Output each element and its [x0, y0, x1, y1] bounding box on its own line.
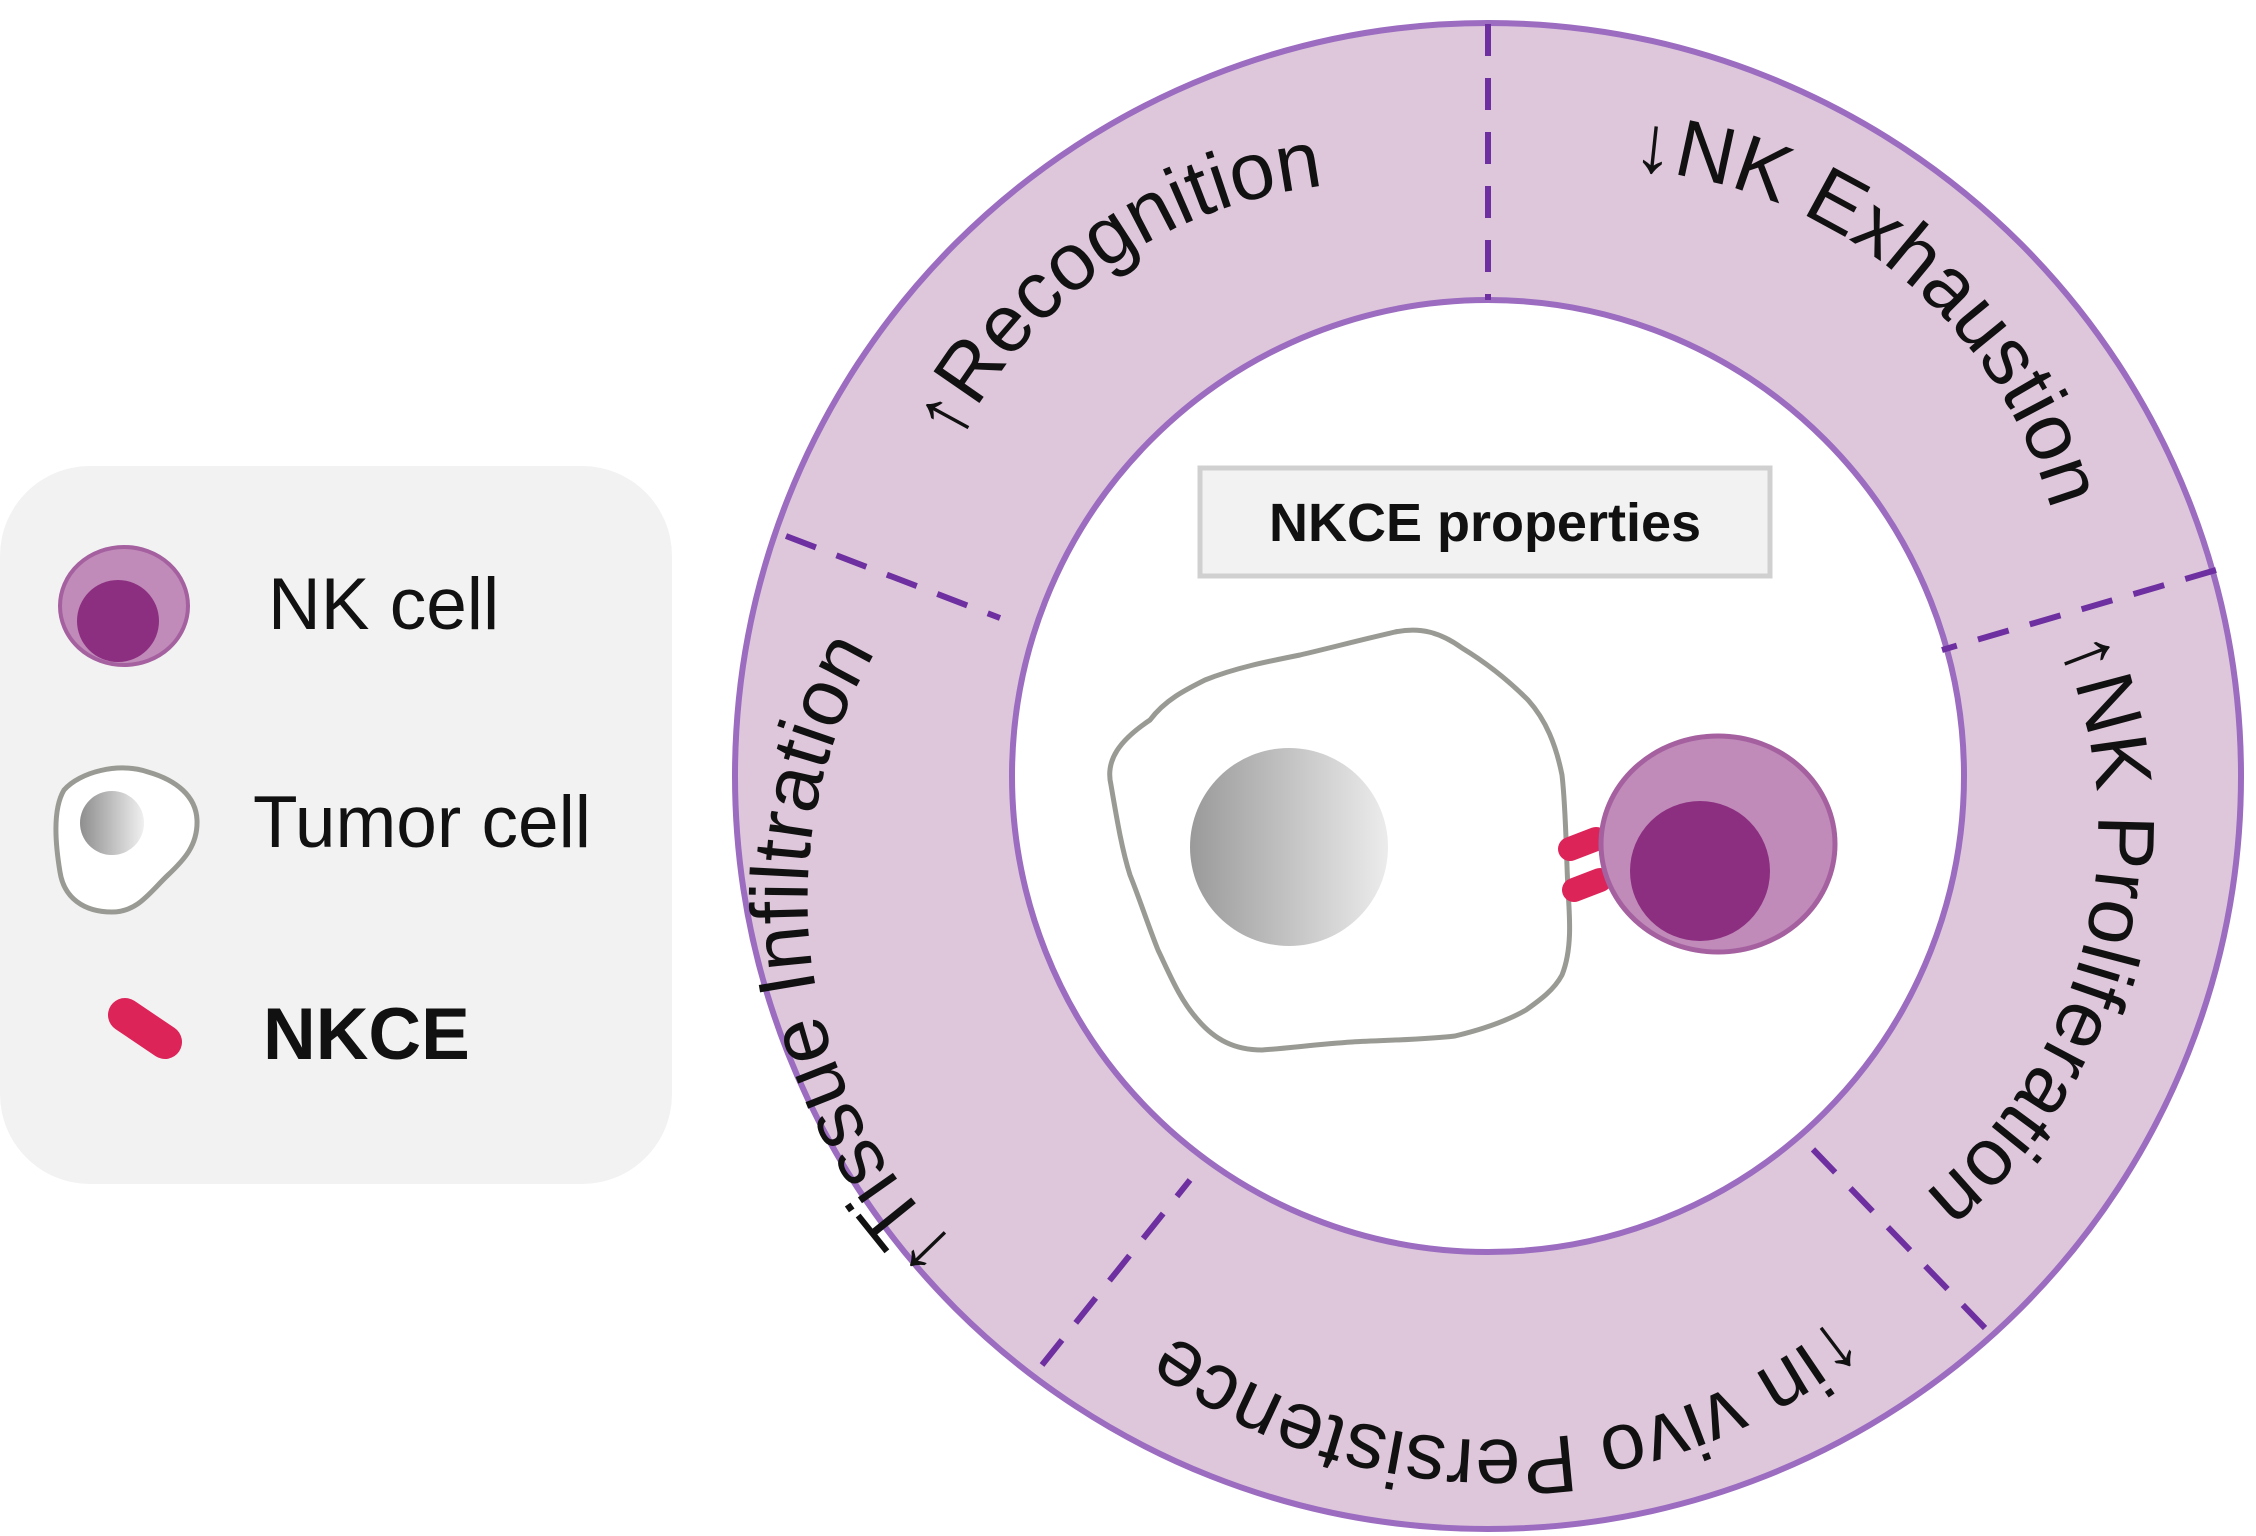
divider-left [784, 533, 1002, 621]
nkce-legend-icon [108, 998, 182, 1059]
properties-ring: ↑Recognition ↓NK Exhaustion ↑NK Prolifer… [732, 20, 2244, 1532]
tumor-cell [1107, 627, 1573, 1053]
nkce-engager-bottom [1562, 868, 1612, 902]
center-title-box [1197, 465, 1773, 579]
tumor-cell-legend-label: Tumor cell [253, 782, 591, 863]
divider-lower-left [1039, 1178, 1193, 1367]
tumor-cell-legend-icon [53, 765, 200, 915]
divider-right [1941, 567, 2217, 653]
nk-nucleus [1630, 801, 1770, 941]
nkce-engagers [1558, 827, 1612, 902]
nk-cell-legend-label: NK cell [268, 564, 499, 645]
nk-cell [1598, 733, 1838, 955]
ring-outer-edge [732, 20, 2244, 1532]
legend: NK cell Tumor cell NKCE [0, 466, 672, 1184]
divider-lower-right [1800, 1136, 1988, 1331]
ring-band [735, 23, 2241, 1529]
nk-cell-legend-icon [58, 545, 190, 667]
center-content: NKCE properties [1107, 465, 1838, 1053]
center-title: NKCE properties [1269, 493, 1701, 553]
nkce-engager-top [1558, 827, 1608, 861]
tumor-nucleus [1190, 748, 1388, 946]
nkce-legend-label: NKCE [263, 994, 470, 1075]
segment-dividers [784, 24, 2217, 1367]
